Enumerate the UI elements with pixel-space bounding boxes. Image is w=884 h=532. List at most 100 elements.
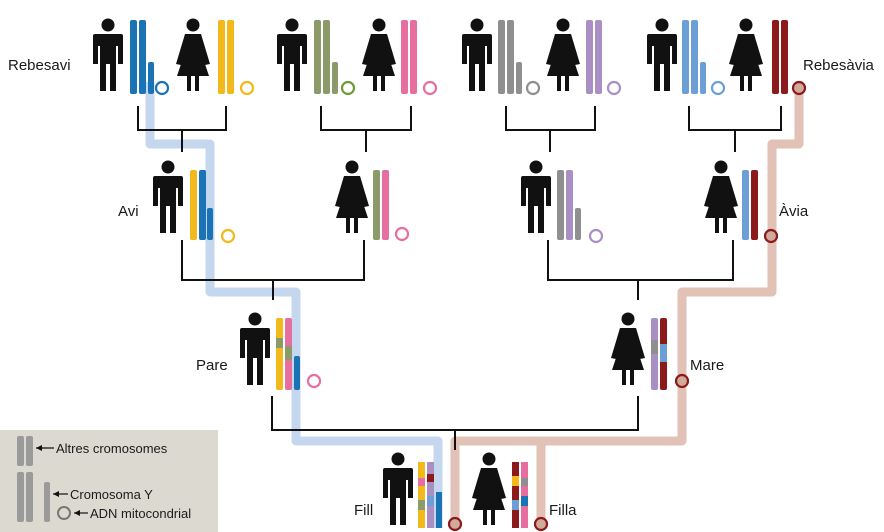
mitochondria-icon [533,516,549,532]
chromosome-bar [742,170,749,240]
great-grandmother-4 [729,18,807,96]
family-connectors [137,106,782,450]
mitochondria-icon [306,373,322,389]
label-son: Fill [354,502,373,519]
mitochondria-icon [588,228,604,244]
mitochondria-icon [394,226,410,242]
chromosome-bar [190,170,197,240]
mitochondria-icon [674,373,690,389]
grandfather-paternal [153,160,236,244]
mitochondria-icon [606,80,622,96]
son [383,452,463,532]
mitochondria-icon [710,80,726,96]
legend-other-chromosomes-label: Altres cromosomes [56,441,168,456]
chromosome-bar [682,20,689,94]
man-icon [521,160,551,233]
chromosome-bar [314,20,321,94]
chromosome-bar [199,170,206,240]
legend-y-chromosome-swatch [44,482,50,522]
legend: Altres cromosomes Cromosoma Y ADN mitoco… [0,430,218,532]
chromosome-bar [751,170,758,240]
chromosome-bar [566,170,573,240]
mitochondria-icon [791,80,807,96]
chromosome-bar [410,20,417,94]
great-grandfather-1 [93,18,170,96]
chromosome-bar [781,20,788,94]
label-grandfather: Avi [118,203,139,220]
great-grandmother-3 [546,18,622,96]
great-grandmother-1 [176,18,255,96]
chromosome-bar [427,462,434,528]
chromosome-bar [498,20,505,94]
father [240,312,322,390]
chromosome-bar [772,20,779,94]
legend-mitochondrial-dna-label: ADN mitocondrial [90,506,191,521]
woman-icon [704,160,738,233]
y-chromosome-bar [436,492,442,528]
legend-y-chromosome-label: Cromosoma Y [70,487,153,502]
grandfather-maternal [521,160,604,244]
chromosome-bar [401,20,408,94]
chromosome-bar [595,20,602,94]
great-grandfather-3 [462,18,541,96]
mitochondria-icon [422,80,438,96]
chromosome-bar [323,20,330,94]
chromosome-bar [557,170,564,240]
label-daughter: Filla [549,502,577,519]
chromosome-bar [227,20,234,94]
man-icon [647,18,677,91]
great-grandmother-2 [362,18,438,96]
chromosome-bar [218,20,225,94]
label-grandmother: Àvia [779,203,809,220]
y-chromosome-bar [332,62,338,94]
chromosome-bar [382,170,389,240]
chromosome-bar [130,20,137,94]
woman-icon [335,160,369,233]
y-chromosome-bar [700,62,706,94]
mitochondria-icon [340,80,356,96]
label-great-grandfather: Rebesavi [8,57,71,74]
legend-other-chromosome-swatch [17,436,24,466]
chromosome-bar [586,20,593,94]
woman-icon [729,18,763,91]
chromosome-bar [691,20,698,94]
man-icon [462,18,492,91]
grandmother-paternal [335,160,410,242]
daughter [472,452,549,532]
y-chromosome-bar [575,208,581,240]
woman-icon [472,452,506,525]
chromosome-bar [139,20,146,94]
chromosome-bar [418,462,425,528]
mitochondria-icon [525,80,541,96]
great-grandfather-2 [277,18,356,96]
y-chromosome-bar [148,62,154,94]
y-chromosome-bar [516,62,522,94]
man-icon [93,18,123,91]
mitochondria-icon [220,228,236,244]
label-great-grandmother: Rebesàvia [803,57,875,74]
chromosome-bar [507,20,514,94]
mother [611,312,690,390]
grandmother-maternal [704,160,779,244]
mitochondria-icon [447,516,463,532]
chromosome-bar [512,462,519,528]
man-icon [277,18,307,91]
man-icon [383,452,413,525]
woman-icon [362,18,396,91]
legend-background [0,430,218,532]
mitochondrial-lineage-path [450,88,804,528]
label-father: Pare [196,357,228,374]
mitochondria-icon [154,80,170,96]
chromosome-bar [373,170,380,240]
man-icon [153,160,183,233]
label-mother: Mare [690,357,724,374]
legend-mitochondria-icon [57,506,71,520]
chromosome-bar [521,462,528,528]
mitochondria-icon [239,80,255,96]
y-chromosome-bar [207,208,213,240]
man-icon [240,312,270,385]
woman-icon [546,18,580,91]
woman-icon [611,312,645,385]
